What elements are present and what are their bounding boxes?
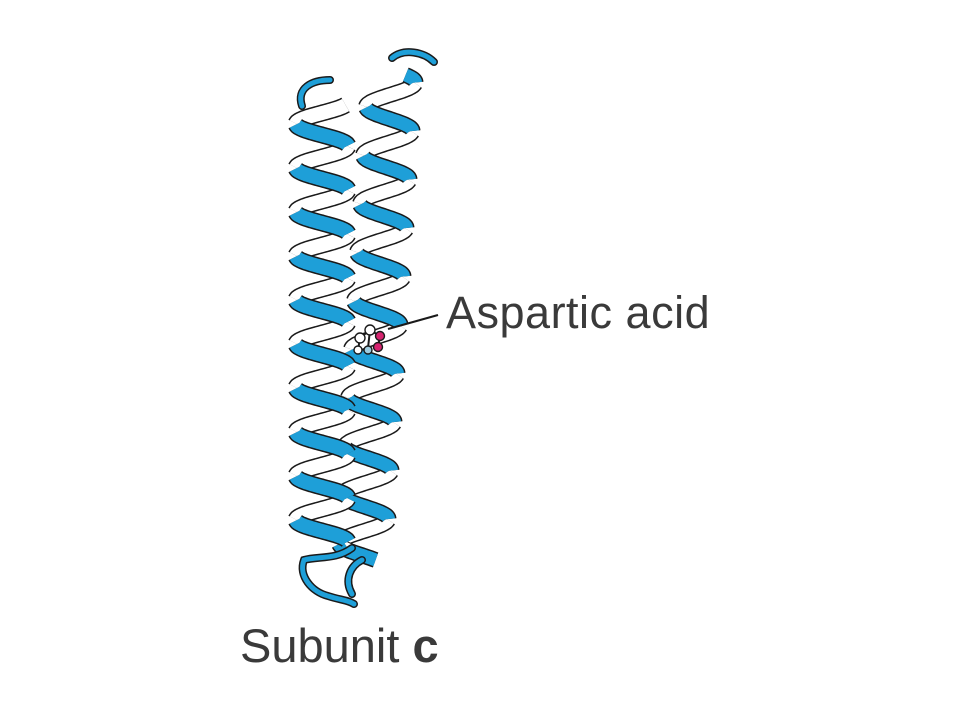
top-left-terminus — [298, 77, 333, 109]
helix-right-front-ribbon — [348, 296, 407, 331]
bottom-loop — [300, 545, 357, 607]
helix-left-front-ribbon — [289, 426, 355, 460]
helix-left-front-ribbon — [289, 338, 355, 372]
oxygen-atom — [374, 330, 386, 342]
helix-left-front-ribbon — [289, 162, 355, 196]
helix-right — [331, 67, 424, 568]
helix-right-back-ribbon — [341, 368, 404, 404]
helix-right-back-ribbon — [347, 271, 410, 307]
helix-right-front-ribbon — [351, 247, 410, 282]
helix-left-back-ribbon — [289, 360, 355, 394]
aspartic-acid-label: Aspartic acid — [446, 287, 711, 338]
subunit-label-letter: c — [412, 619, 439, 672]
helix-right-back-ribbon — [356, 126, 419, 161]
helix-left-back-ribbon — [289, 404, 355, 438]
helix-left-front-ribbon — [289, 206, 355, 240]
hydrogen-atom — [353, 345, 363, 355]
subunit-label-prefix: Subunit — [240, 619, 400, 672]
helix-left-back-ribbon — [289, 448, 355, 482]
helix-left-front-ribbon — [289, 514, 355, 548]
helix-right-back-ribbon — [338, 417, 401, 452]
bottom-right-terminus — [345, 557, 365, 597]
helix-left-front-ribbon — [289, 470, 355, 504]
helix-left-back-ribbon — [339, 536, 355, 552]
carbon-atom — [364, 324, 376, 336]
helix-right-front-ribbon — [360, 102, 419, 137]
oxygen-atom — [372, 341, 384, 353]
helix-left-front-ribbon — [289, 250, 355, 284]
helix-left-front-ribbon — [289, 382, 355, 416]
helix-right-back-ribbon — [353, 174, 416, 210]
subunit-label: Subunit c — [240, 622, 439, 669]
helix-right-back-ribbon — [344, 320, 407, 355]
helix-termini — [296, 48, 438, 608]
helix-right-front-ribbon — [357, 150, 416, 185]
helix-right-back-ribbon — [359, 77, 422, 113]
helix-right-front-ribbon — [354, 199, 413, 234]
helix-right-back-ribbon — [350, 223, 413, 258]
helix-left-back-ribbon — [289, 228, 355, 262]
helix-left-back-ribbon — [289, 492, 355, 526]
helix-left — [287, 97, 357, 553]
helix-left-back-ribbon — [289, 316, 355, 350]
helix-left-back-ribbon — [289, 98, 352, 130]
hydrogen-atom — [363, 345, 373, 355]
helix-left-back-ribbon — [289, 140, 355, 174]
helix-right-front-ribbon — [401, 68, 422, 88]
aspartic-acid-residue — [353, 324, 386, 355]
aspartic-acid-leader-line — [387, 313, 439, 331]
helix-right-front-ribbon — [345, 344, 404, 379]
helix-left-front-ribbon — [289, 118, 355, 152]
helix-left-back-ribbon — [289, 184, 355, 218]
helix-left-front-ribbon — [289, 294, 355, 328]
top-right-terminus — [389, 49, 437, 65]
carbon-atom — [354, 332, 366, 344]
helix-left-back-ribbon — [289, 272, 355, 306]
